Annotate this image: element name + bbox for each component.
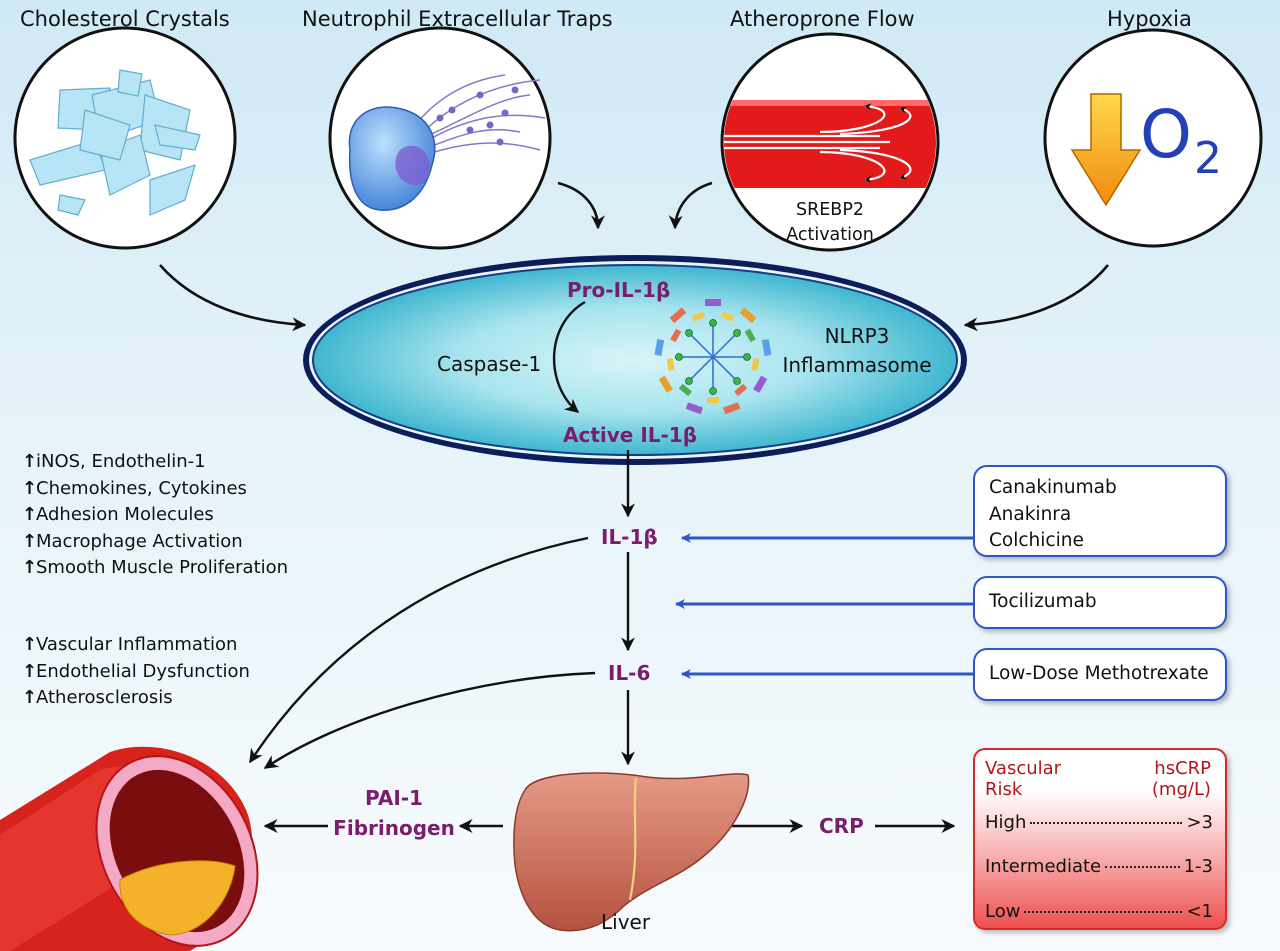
risk-value: 1-3 [1183, 856, 1213, 877]
inflammasome-label: Inflammasome [782, 353, 932, 377]
risk-level-label: High [985, 812, 1027, 833]
up-arrow-icon: ↑ [22, 660, 38, 682]
il1b-inhibitors-box: Canakinumab Anakinra Colchicine [973, 465, 1227, 557]
nets-title: Neutrophil Extracellular Traps [302, 7, 613, 31]
il6-effects-list: ↑Vascular Inflammation ↑Endothelial Dysf… [22, 632, 250, 712]
down-arrow-icon [1070, 93, 1142, 207]
up-arrow-icon: ↑ [22, 477, 38, 499]
dotted-leader [1024, 911, 1183, 913]
oxygen-letter: O [1140, 96, 1192, 173]
effect-label: Vascular Inflammation [36, 634, 238, 655]
effect-label: Adhesion Molecules [36, 504, 214, 525]
hypoxia-title: Hypoxia [1107, 7, 1192, 31]
effect-label: Smooth Muscle Proliferation [36, 557, 289, 578]
caspase-1-label: Caspase-1 [437, 352, 542, 376]
cascade-arrows [248, 450, 956, 833]
dotted-leader [1030, 822, 1183, 824]
atheroprone-flow-circle [720, 32, 940, 252]
oxygen-subscript: 2 [1193, 133, 1222, 184]
o2-symbol: O2 [1140, 100, 1222, 185]
effect-item: ↑iNOS, Endothelin-1 [22, 449, 288, 476]
risk-table: Vascular Risk hsCRP (mg/L) High >3 Interm… [973, 748, 1227, 930]
nlrp3-inflammasome-label: NLRP3 Inflammasome [772, 322, 942, 380]
risk-row-low: Low <1 [985, 901, 1213, 922]
il1b-label: IL-1β [601, 525, 658, 549]
il1b-effects-list: ↑iNOS, Endothelin-1 ↑Chemokines, Cytokin… [22, 449, 288, 582]
inflammasome-ellipse [303, 255, 967, 465]
pai1-label: PAI-1 [365, 786, 423, 810]
risk-row-intermediate: Intermediate 1-3 [985, 856, 1213, 877]
effect-label: iNOS, Endothelin-1 [36, 451, 206, 472]
hypoxia-circle [1043, 28, 1263, 248]
cholesterol-crystals-circle [13, 26, 237, 250]
colchicine-label: Colchicine [989, 530, 1084, 551]
srebp2-label: SREBP2 [795, 200, 865, 220]
srebp2-caption: SREBP2 Activation [770, 198, 890, 248]
risk-level-label: Intermediate [985, 856, 1102, 877]
canakinumab-label: Canakinumab [989, 477, 1117, 498]
up-arrow-icon: ↑ [22, 451, 38, 472]
il6-label: IL-6 [608, 661, 651, 685]
cholesterol-crystals-title: Cholesterol Crystals [20, 7, 230, 31]
activation-label: Activation [786, 225, 874, 245]
up-arrow-icon: ↑ [22, 530, 38, 552]
neutrophil-icon [348, 74, 546, 211]
risk-value: <1 [1186, 901, 1213, 922]
active-il1b-label: Active IL-1β [563, 423, 698, 447]
effect-item: ↑Atherosclerosis [22, 685, 250, 712]
caspase-arrow [552, 300, 586, 413]
tocilizumab-box: Tocilizumab [973, 576, 1227, 629]
risk-value: >3 [1186, 812, 1213, 833]
anakinra-label: Anakinra [989, 503, 1072, 525]
tocilizumab-label: Tocilizumab [989, 591, 1097, 612]
hscrp-label: hsCRP [1154, 758, 1211, 779]
risk-row-high: High >3 [985, 812, 1213, 833]
up-arrow-icon: ↑ [22, 687, 38, 708]
methotrexate-label: Low-Dose Methotrexate [989, 663, 1209, 684]
effect-label: Macrophage Activation [36, 530, 243, 552]
units-label: (mg/L) [1151, 779, 1211, 800]
nlrp3-label: NLRP3 [824, 324, 890, 348]
effect-label: Chemokines, Cytokines [36, 477, 247, 499]
vessel-flow-icon [724, 100, 936, 188]
artery-icon [0, 746, 259, 951]
nets-circle [328, 26, 552, 250]
effect-label: Endothelial Dysfunction [36, 660, 250, 682]
trigger-arrows [159, 181, 1110, 332]
fibrinogen-label: Fibrinogen [333, 816, 455, 840]
atheroprone-flow-title: Atheroprone Flow [730, 7, 915, 31]
effect-label: Atherosclerosis [36, 687, 173, 708]
risk-label: Risk [985, 779, 1023, 800]
up-arrow-icon: ↑ [22, 557, 38, 578]
effect-item: ↑Vascular Inflammation [22, 632, 250, 659]
risk-level-label: Low [985, 901, 1021, 922]
effect-item: ↑Adhesion Molecules [22, 502, 288, 529]
effect-item: ↑Macrophage Activation [22, 529, 288, 556]
up-arrow-icon: ↑ [22, 504, 38, 525]
effect-item: ↑Endothelial Dysfunction [22, 659, 250, 686]
drug-arrows [675, 533, 973, 679]
methotrexate-box: Low-Dose Methotrexate [973, 648, 1227, 701]
up-arrow-icon: ↑ [22, 634, 38, 655]
risk-header-right: hsCRP (mg/L) [1152, 758, 1211, 800]
pai1-fibrinogen-label: PAI-1 Fibrinogen [332, 783, 456, 843]
cholesterol-crystal-icon [29, 69, 201, 216]
effect-item: ↑Chemokines, Cytokines [22, 476, 288, 503]
nlrp3-inflammasome-icon [654, 299, 772, 415]
pro-il1b-label: Pro-IL-1β [567, 278, 671, 302]
liver-icon [513, 772, 750, 932]
crp-label: CRP [819, 814, 864, 838]
risk-header-left: Vascular Risk [985, 758, 1061, 800]
liver-label: Liver [601, 910, 651, 934]
effect-item: ↑Smooth Muscle Proliferation [22, 555, 288, 582]
vascular-label: Vascular [985, 758, 1062, 779]
dotted-leader [1105, 866, 1180, 868]
